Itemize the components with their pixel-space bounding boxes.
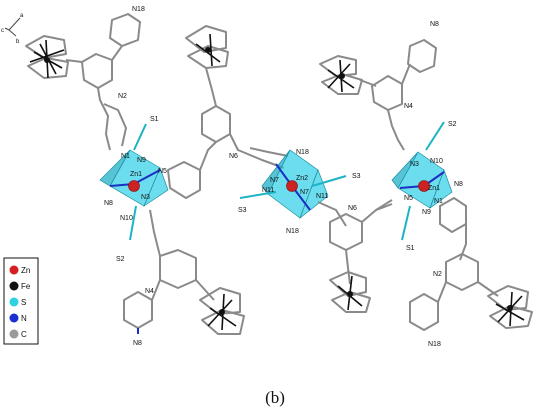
legend-swatch-s <box>9 297 19 307</box>
axis-label-a: a <box>20 13 24 19</box>
legend-label-s: S <box>21 298 26 307</box>
legend-swatch-c <box>9 329 19 339</box>
atom-label: N6 <box>348 205 357 212</box>
legend-swatch-fe <box>9 281 19 291</box>
atom-label: N8 <box>104 200 113 207</box>
atom-label: N2 <box>118 93 127 100</box>
atom-label: N18 <box>132 6 145 13</box>
zn1-octahedron <box>99 123 169 241</box>
atom-label: N8 <box>454 181 463 188</box>
atom-label: N3 <box>141 194 150 201</box>
atom-label: S3 <box>238 207 247 214</box>
ferrocene-bottom-right <box>487 285 533 329</box>
atom-label: N8 <box>133 340 142 347</box>
molecule-zn1-left <box>25 13 285 335</box>
atom-label: Zn1 <box>130 171 142 178</box>
zn1-right-octahedron <box>391 121 453 241</box>
ferrocene-top-left <box>25 35 69 79</box>
atom-label: N9 <box>137 157 146 164</box>
ferrocene-top-middle <box>185 25 229 107</box>
ferrocene-top-right <box>319 55 363 95</box>
atom-label: N1 <box>434 198 443 205</box>
atom-label: N10 <box>120 215 133 222</box>
legend-label-zn: Zn <box>21 266 30 275</box>
atom-label: N18 <box>428 341 441 348</box>
atom-label: N5 <box>404 195 413 202</box>
atom-label: N9 <box>422 209 431 216</box>
axis-triad: a b c <box>1 13 24 45</box>
figure-caption: (b) <box>265 388 285 407</box>
atom-label: N5 <box>158 168 167 175</box>
atom-label: N18 <box>296 149 309 156</box>
atom-label: N6 <box>229 153 238 160</box>
atom-label: N8 <box>430 21 439 28</box>
atom-label: N7 <box>270 177 279 184</box>
atom-label: N3 <box>410 161 419 168</box>
atom-label: S3 <box>352 173 361 180</box>
atom-label: S1 <box>406 245 415 252</box>
atom-label: N2 <box>433 271 442 278</box>
molecule-zn2-center <box>239 147 393 313</box>
ferrocene-bottom-center <box>329 271 371 313</box>
atom-label: N10 <box>430 158 443 165</box>
molecule-zn1-right <box>319 39 533 331</box>
atom-label: N4 <box>404 103 413 110</box>
atom-label: S1 <box>150 116 159 123</box>
atom-label: S2 <box>448 121 457 128</box>
atom-label: N11 <box>262 187 274 194</box>
zn2-octahedron <box>239 149 347 220</box>
atom-label: Zn2 <box>296 175 308 182</box>
atom-label: N18 <box>286 228 299 235</box>
legend-swatch-zn <box>9 265 19 275</box>
atom-label: Zn1 <box>428 185 440 192</box>
ferrocene-bottom-left <box>199 287 245 335</box>
legend-label-fe: Fe <box>21 282 31 291</box>
element-legend: Zn Fe S N C <box>3 257 39 345</box>
legend-swatch-n <box>9 313 19 323</box>
atom-label: N11 <box>316 193 328 200</box>
legend-label-n: N <box>21 314 27 323</box>
axis-label-b: b <box>16 39 20 45</box>
atom-label: N7 <box>300 189 309 196</box>
atom-label: N1 <box>121 153 130 160</box>
atom-label: N4 <box>145 288 154 295</box>
atom-label: S2 <box>116 256 125 263</box>
legend-label-c: C <box>21 330 27 339</box>
axis-label-c: c <box>1 28 4 34</box>
